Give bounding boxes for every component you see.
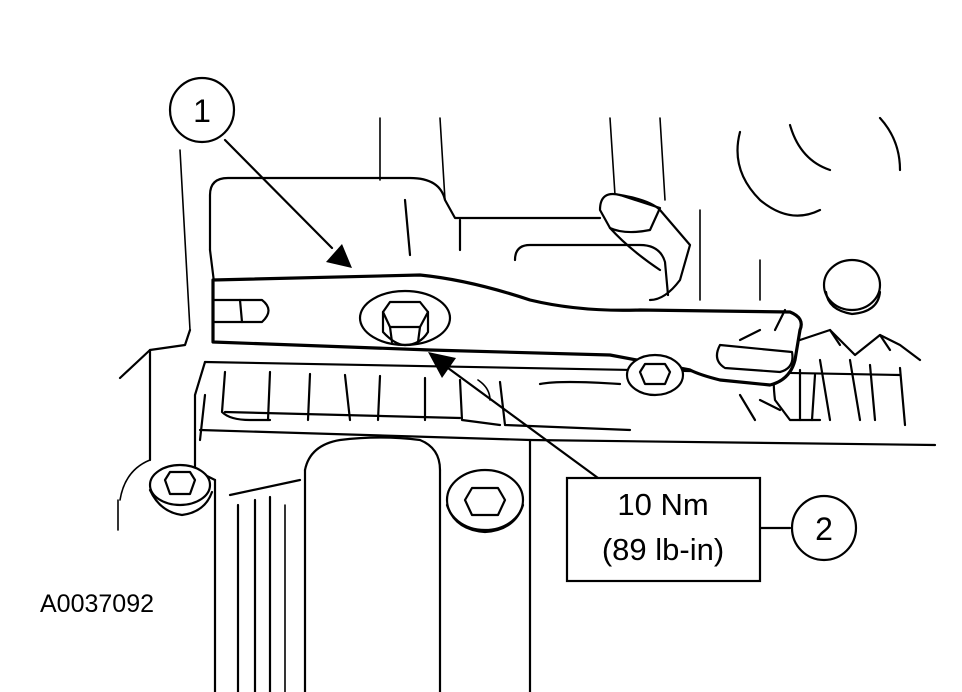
torque-spec-line-1: 10 Nm [617, 487, 708, 522]
leader-1 [223, 138, 352, 268]
torque-spec-box: 10 Nm (89 lb-in) [565, 476, 762, 583]
bolt-lower-right [625, 353, 685, 397]
torque-spec-line-2: (89 lb-in) [602, 532, 724, 567]
callout-2-number: 2 [815, 511, 833, 547]
leader-2 [428, 352, 792, 530]
callout-1: 1 [168, 76, 236, 144]
lever-bolt [358, 289, 452, 347]
bolt-lower-center [445, 468, 525, 534]
transmission-housing [117, 116, 937, 692]
figure-id-label: A0037092 [40, 590, 155, 618]
callout-1-number: 1 [193, 93, 211, 129]
bolt-lower-left [148, 463, 214, 517]
callout-2: 2 [790, 494, 858, 562]
